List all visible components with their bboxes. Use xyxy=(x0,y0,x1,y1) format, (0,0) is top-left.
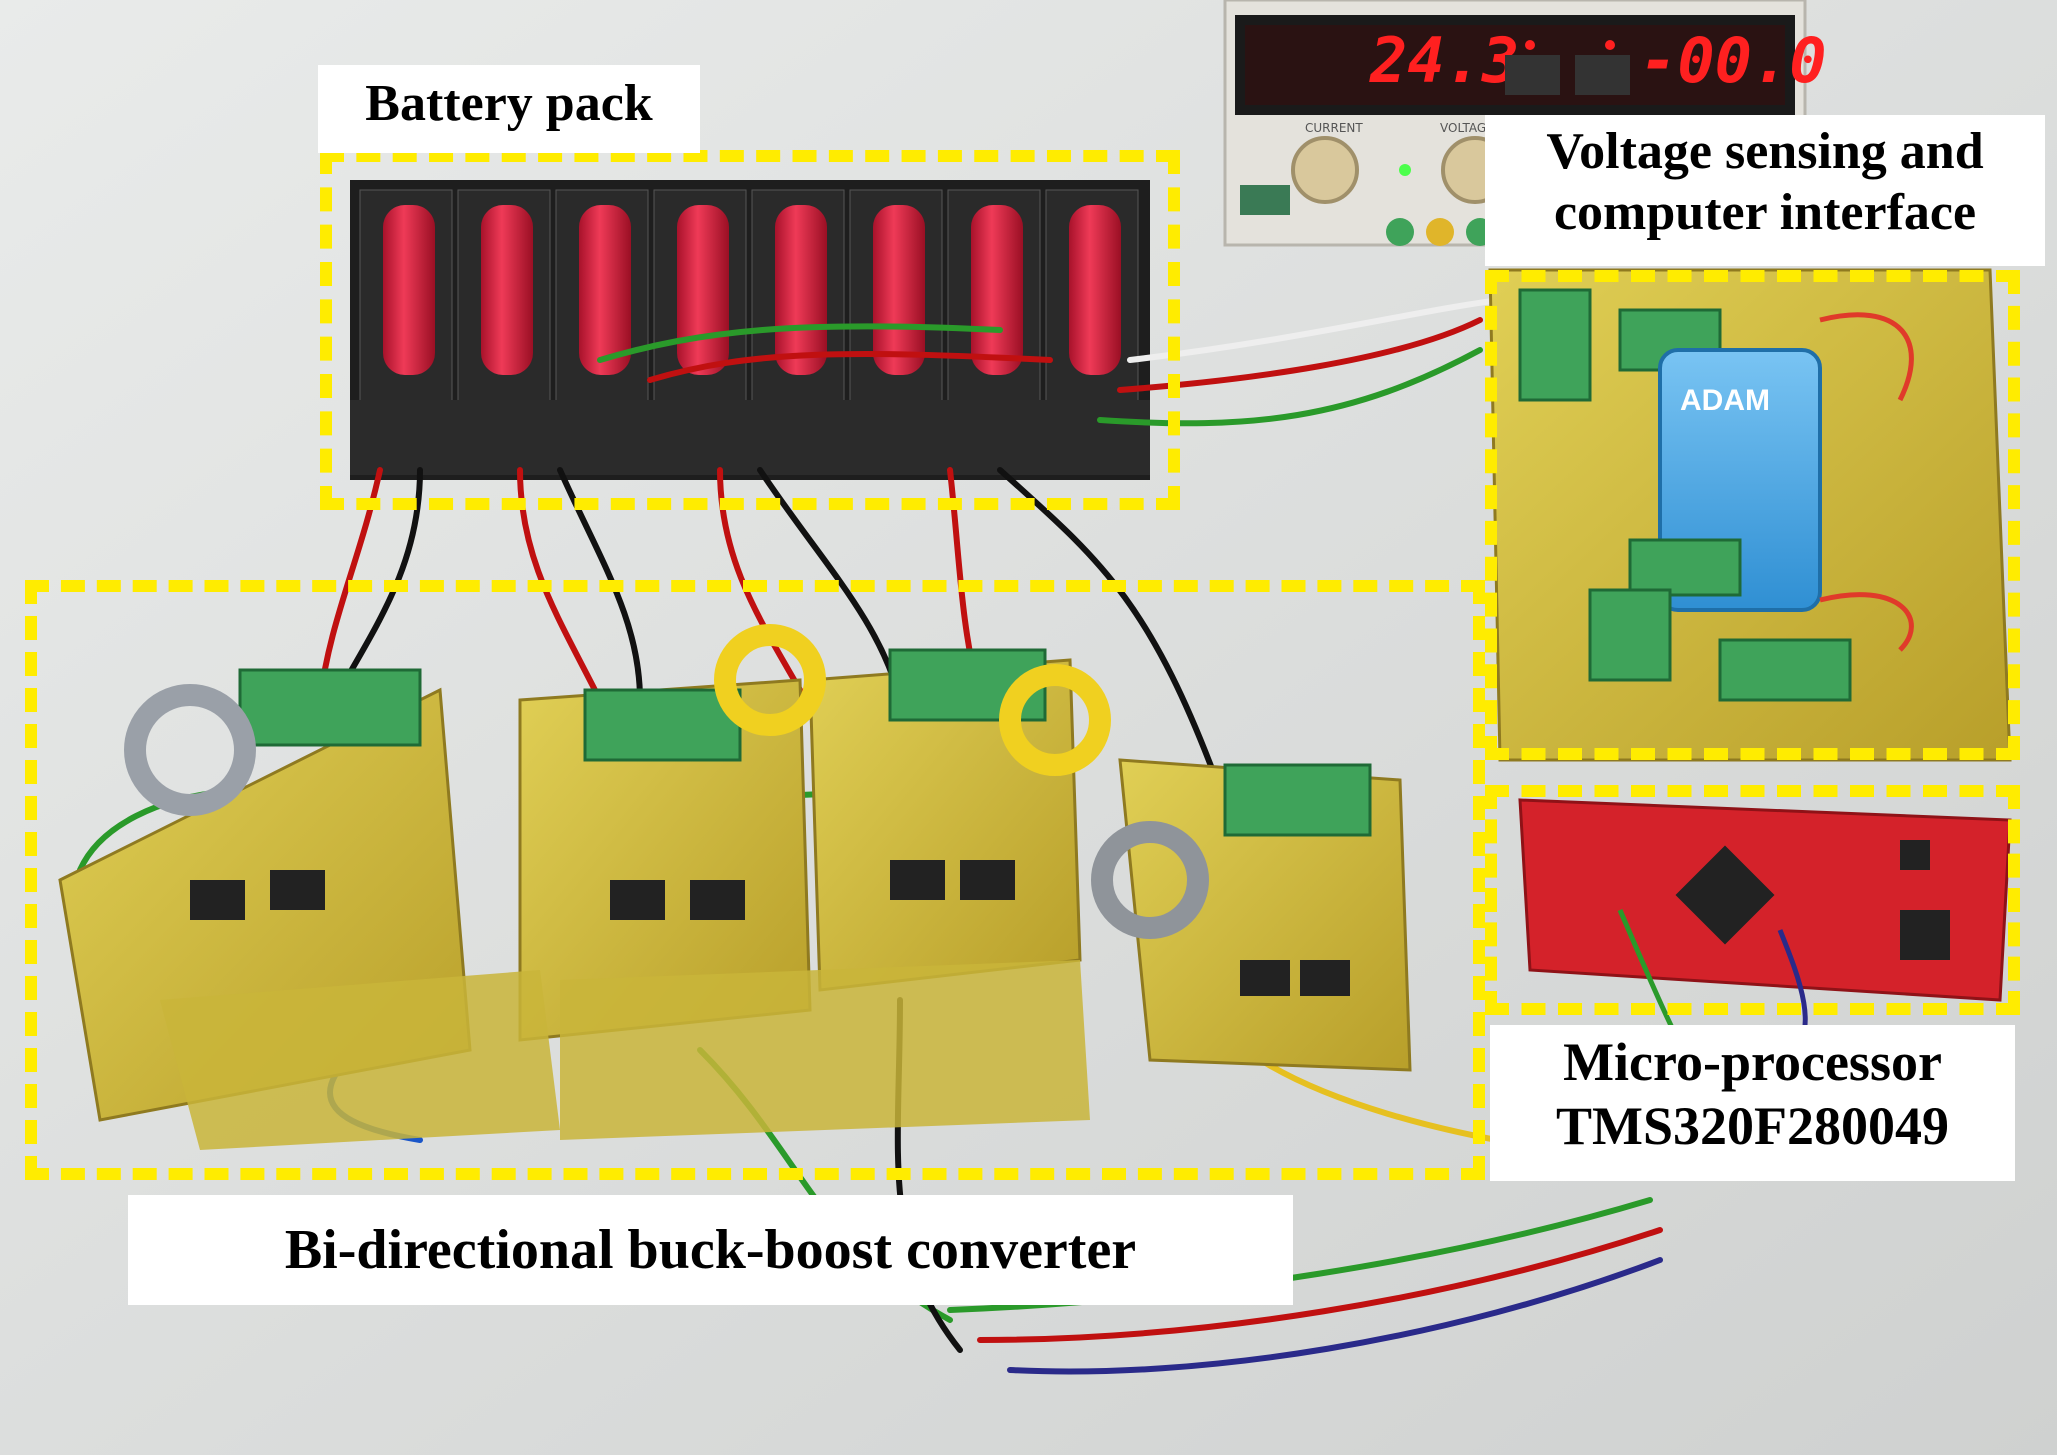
battery-cell xyxy=(677,205,729,375)
converter-label: Bi-directional buck-boost converter xyxy=(128,1195,1293,1305)
battery-cell xyxy=(873,205,925,375)
battery-cell xyxy=(579,205,631,375)
inductor xyxy=(714,624,826,736)
battery-cell xyxy=(1069,205,1121,375)
adam-logo: ADAM xyxy=(1680,384,1770,417)
microprocessor-label: Micro-processor TMS320F280049 xyxy=(1490,1025,2015,1181)
battery-pack-label: Battery pack xyxy=(318,65,700,153)
current-display: -00.0 xyxy=(1640,24,1827,97)
voltage-display: 24.3 xyxy=(1369,24,1519,97)
voltage-sensing-label: Voltage sensing and computer interface xyxy=(1485,115,2045,266)
terminal-block xyxy=(238,668,422,747)
current-knob-label: CURRENT xyxy=(1305,121,1363,135)
terminal-block xyxy=(1223,763,1372,837)
battery-pack xyxy=(350,180,1150,480)
current-knob xyxy=(1291,136,1359,204)
inductor xyxy=(124,684,256,816)
converter-boards xyxy=(58,624,1412,1150)
battery-cell xyxy=(481,205,533,375)
battery-cell xyxy=(775,205,827,375)
voltage-sensing-board: ADAM xyxy=(1488,268,2012,762)
voltage-knob-label: VOLTAGE xyxy=(1440,121,1494,135)
terminal-block xyxy=(583,688,742,762)
inductor xyxy=(999,664,1111,776)
mcu-board xyxy=(1518,798,2012,1082)
battery-cell xyxy=(971,205,1023,375)
inductor xyxy=(1091,821,1209,939)
battery-cell xyxy=(383,205,435,375)
